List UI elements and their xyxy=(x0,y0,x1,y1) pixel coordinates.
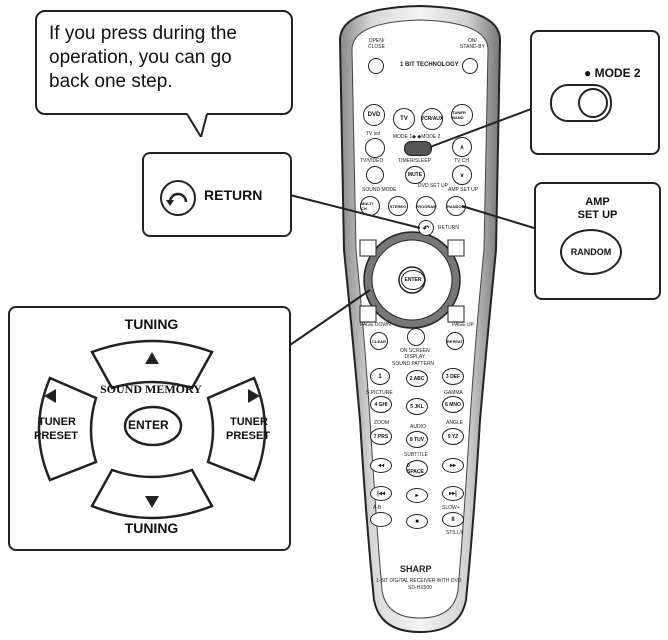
prev-button[interactable]: |◂◂ xyxy=(370,486,392,501)
program-button[interactable]: PROGRAM xyxy=(416,196,436,216)
still-label: STILL/II xyxy=(446,530,464,536)
dvd-setup-label: DVD SET UP xyxy=(418,183,448,189)
mode2-callout: ● MODE 2 xyxy=(530,30,660,155)
sound-pattern-label: SOUND PATTERN xyxy=(392,361,435,367)
bubble-line-3: back one step. xyxy=(49,71,173,92)
dpad-graphic xyxy=(37,339,267,520)
tv-button[interactable]: TV xyxy=(393,108,415,130)
return-callout: RETURN xyxy=(142,152,292,237)
open-close-button[interactable] xyxy=(368,58,384,74)
gamma-label: GAMMA xyxy=(444,390,463,396)
tv-vol-button[interactable] xyxy=(365,138,385,158)
tv-ch-up-button[interactable]: ∧ xyxy=(452,137,472,157)
num-9-button[interactable]: 9 YZ xyxy=(442,428,464,445)
random-icon-button: RANDOM xyxy=(560,229,622,275)
next-button[interactable]: ▸▸| xyxy=(442,486,464,501)
tuning-down-label: TUNING xyxy=(124,520,179,536)
vcr-button[interactable]: VCR/AUX xyxy=(421,108,443,130)
return-callout-label: RETURN xyxy=(204,187,263,203)
random-button[interactable]: RANDOM xyxy=(446,196,466,216)
angle-label: ANGLE xyxy=(446,420,463,426)
mode2-switch-icon xyxy=(550,84,612,122)
clear-button[interactable]: CLEAR xyxy=(370,332,388,350)
on-screen-label: ON SCREEN DISPLAY xyxy=(400,348,430,360)
rewind-button[interactable]: ◂◂ xyxy=(370,458,392,473)
num-3-button[interactable]: 3 DEF xyxy=(442,368,464,385)
num-4-button[interactable]: 4 GHI xyxy=(370,396,392,413)
num-7-button[interactable]: 7 PRS xyxy=(370,428,392,445)
on-screen-button[interactable] xyxy=(407,328,425,346)
audio-label: AUDIO xyxy=(410,424,426,430)
brand-logo: SHARP xyxy=(400,564,432,574)
num-6-button[interactable]: 6 MNO xyxy=(442,396,464,413)
on-standby-button[interactable] xyxy=(462,58,478,74)
amp-setup-callout: AMP SET UP RANDOM xyxy=(534,182,661,300)
bubble-tail xyxy=(186,113,208,137)
dpad-callout: TUNING SOUND MEMORY ENTER TUNER PRESET T… xyxy=(8,306,291,551)
timer-sleep-label: TIMER/SLEEP xyxy=(398,158,432,164)
mute-button[interactable]: MUTE xyxy=(405,166,425,184)
amp-label-line2: SET UP xyxy=(577,209,618,221)
tuner-right-label: TUNER xyxy=(230,416,268,428)
num-5-button[interactable]: 5 JKL xyxy=(406,398,428,415)
page-down-label: PAGE DOWN xyxy=(360,322,391,328)
num-0-button[interactable]: 0 SPACE xyxy=(406,460,428,477)
slow-label: SLOW+ xyxy=(442,505,460,511)
tv-video-button[interactable] xyxy=(366,166,384,184)
sound-memory-label: SOUND MEMORY xyxy=(100,382,202,396)
pause-button[interactable]: II xyxy=(442,512,464,527)
num-8-button[interactable]: 8 TUV xyxy=(406,431,428,448)
enter-callout-label: ENTER xyxy=(128,418,169,432)
preset-right-label: PRESET xyxy=(226,430,271,442)
open-close-label: OPEN/ CLOSE xyxy=(368,38,385,50)
tv-video-label: TV/VIDEO xyxy=(360,158,384,164)
amp-setup-label: AMP SET UP xyxy=(448,187,479,193)
zoom-label: ZOOM xyxy=(374,420,389,426)
play-button[interactable]: ▸ xyxy=(406,488,428,503)
num-1-button[interactable]: 1 xyxy=(370,368,390,385)
model-number: SD-HX500 xyxy=(408,585,432,591)
remote-logo: 1 BIT TECHNOLOGY xyxy=(400,62,459,68)
mode-switch[interactable] xyxy=(404,141,432,156)
tv-ch-down-button[interactable]: ∨ xyxy=(452,165,472,185)
return-icon xyxy=(160,180,196,216)
s-picture-label: S.PICTURE xyxy=(366,390,393,396)
stop-button[interactable]: ■ xyxy=(406,514,428,529)
bubble-line-1: If you press during the xyxy=(49,23,237,44)
model-description: 1-BIT DIGITAL RECEIVER WITH DVD xyxy=(376,578,462,584)
on-standby-label: ON/ STAND-BY xyxy=(460,38,485,50)
return-label: RETURN xyxy=(438,225,459,231)
dvd-button[interactable]: DVD xyxy=(363,104,385,126)
tuner-left-label: TUNER xyxy=(38,416,76,428)
page-up-label: PAGE UP xyxy=(452,322,474,328)
ab-label: A-B xyxy=(373,505,382,511)
tuner-band-button[interactable]: TUNER BAND xyxy=(451,104,473,126)
preset-left-label: PRESET xyxy=(34,430,79,442)
ab-button[interactable] xyxy=(370,512,392,527)
bubble-line-2: operation, you can go xyxy=(49,47,232,68)
tv-ch-label: TV CH xyxy=(454,158,469,164)
multi-ch-button[interactable]: MULTI CH xyxy=(360,196,380,216)
amp-label-line1: AMP xyxy=(585,196,610,208)
tuning-up-label: TUNING xyxy=(124,316,179,332)
mode-switch-label: MODE 1◆ ◆MODE 2 xyxy=(393,134,441,140)
tv-vol-label: TV vol xyxy=(366,131,381,137)
stereo-button[interactable]: STEREO xyxy=(388,196,408,216)
subtitle-label: SUBTITLE xyxy=(404,452,428,458)
instruction-bubble: If you press during the operation, you c… xyxy=(35,10,293,115)
enter-button[interactable]: ENTER xyxy=(401,270,425,290)
mode2-label: ● MODE 2 xyxy=(584,66,641,80)
repeat-button[interactable]: REPEAT xyxy=(446,332,464,350)
fast-forward-button[interactable]: ▸▸ xyxy=(442,458,464,473)
num-2-button[interactable]: 2 ABC xyxy=(406,370,428,387)
sound-mode-label: SOUND MODE xyxy=(362,187,397,193)
